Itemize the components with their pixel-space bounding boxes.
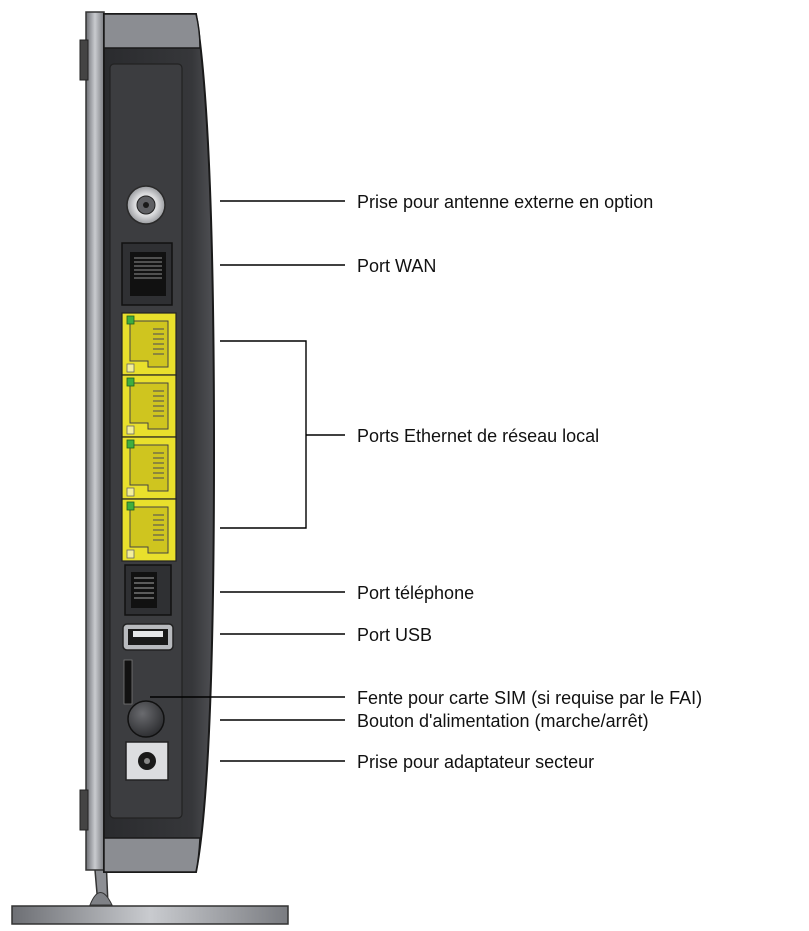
power-jack-icon	[125, 741, 169, 781]
lan-port-icon	[121, 312, 177, 376]
lan-led-icon	[126, 377, 135, 387]
device-side-frame	[79, 11, 105, 871]
phone-port-icon	[124, 564, 172, 616]
lan-led-icon	[126, 501, 135, 511]
leader-lines	[150, 200, 345, 762]
power-button-icon	[127, 700, 165, 738]
sim-slot-icon	[123, 659, 133, 705]
lan-port-icon	[121, 374, 177, 438]
lan-port-icon	[121, 498, 177, 562]
label-phone: Port téléphone	[357, 583, 475, 603]
antenna-socket-icon	[126, 185, 166, 225]
label-lan: Ports Ethernet de réseau local	[357, 426, 600, 446]
wan-port-icon	[121, 242, 173, 306]
label-power-button: Bouton d'alimentation (marche/arrêt)	[357, 711, 649, 731]
label-sim: Fente pour carte SIM (si requise par le …	[357, 688, 703, 708]
leader-bracket-lan	[220, 340, 307, 529]
lan-led-icon	[126, 439, 135, 449]
lan-ports-group	[121, 312, 177, 562]
lan-port-icon	[121, 436, 177, 500]
lan-led-icon	[126, 315, 135, 325]
label-power-adapter: Prise pour adaptateur secteur	[357, 752, 595, 772]
usb-port-icon	[122, 623, 174, 651]
label-usb: Port USB	[357, 625, 433, 645]
label-wan: Port WAN	[357, 256, 437, 276]
label-antenna: Prise pour antenne externe en option	[357, 192, 654, 212]
